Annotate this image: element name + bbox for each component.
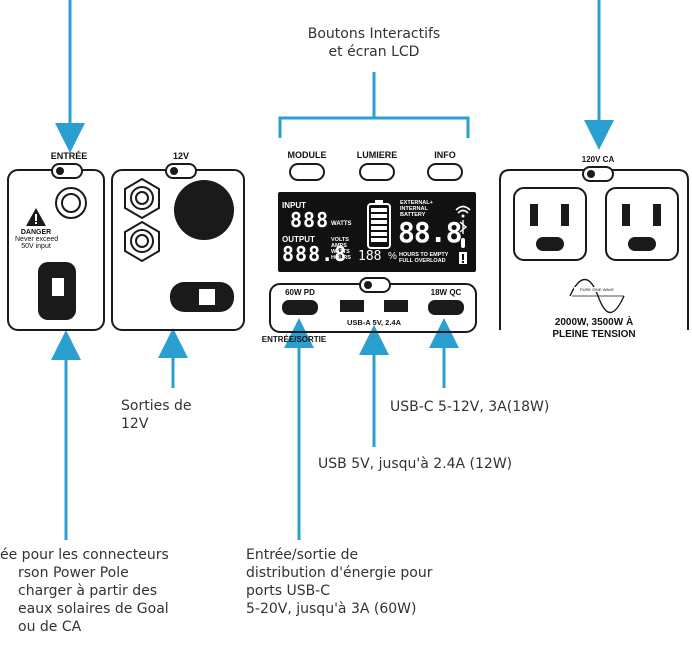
usbc-pd-port xyxy=(282,300,318,315)
thermometer-icon xyxy=(461,238,465,248)
lcd-status-line1: HOURS TO EMPTY xyxy=(399,252,449,258)
lcd-percent-value: 188 xyxy=(358,249,382,264)
entree-round-port xyxy=(55,187,87,219)
center-buttons xyxy=(289,163,463,181)
sorties-callout: Sorties de 12V xyxy=(121,397,191,433)
usbc-pd-line3: ports USB-C xyxy=(246,583,331,599)
lcd-output-label: OUTPUT xyxy=(282,235,315,244)
module-button-label: MODULE xyxy=(287,150,327,160)
top-callout-line1: Boutons Interactifs xyxy=(307,26,441,42)
module-button-shape xyxy=(289,163,325,181)
lcd-battery-line1: EXTERNAL+ xyxy=(400,200,433,206)
top-callout: Boutons Interactifs et écran LCD xyxy=(296,25,452,61)
sorties-line1: Sorties de xyxy=(121,398,192,414)
lcd-status-line2: FULL OVERLOAD xyxy=(399,258,446,264)
lcd-units: VOLTS AMPS WATTS HOURS xyxy=(331,237,351,261)
lcd-input-label: INPUT xyxy=(282,201,306,210)
lcd-unit-watts: WATTS xyxy=(331,249,350,255)
twelve-v-switch-label: 12V xyxy=(172,151,189,161)
lcd-status: HOURS TO EMPTY FULL OVERLOAD xyxy=(399,252,448,264)
ac-rating-line2: PLEINE TENSION xyxy=(552,329,636,340)
car-socket-icon xyxy=(174,180,234,240)
entree-panel xyxy=(7,163,105,331)
bluetooth-icon xyxy=(459,220,468,234)
entree-callout-line5: ou de CA xyxy=(18,619,82,635)
port-60w-label: 60W PD xyxy=(285,288,315,297)
lcd-input-value: 888 xyxy=(290,208,330,232)
ac-rating-line1: 2000W, 3500W À xyxy=(554,317,634,328)
lumiere-button-shape xyxy=(359,163,395,181)
lcd-output-value: 888.8 xyxy=(282,242,348,266)
entree-callout-line1: ée pour les connecteurs xyxy=(0,547,169,563)
usbc-pd-line2: distribution d'énergie pour xyxy=(246,565,433,581)
lumiere-button-label: LUMIERE xyxy=(356,150,398,160)
ac-panel xyxy=(499,166,689,330)
center-port-panel xyxy=(269,277,477,333)
entree-callout-line4: eaux solaires de Goal xyxy=(18,601,169,617)
usba-callout: USB 5V, jusqu'à 2.4A (12W) xyxy=(318,456,513,472)
lcd-watts-label: WATTS xyxy=(331,221,352,227)
twelve-v-panel xyxy=(111,163,245,331)
info-button-shape xyxy=(427,163,463,181)
usba-port-label: USB-A 5V, 2.4A xyxy=(346,318,402,327)
entree-sortie-label: ENTRÉE/SORTIE xyxy=(261,335,327,344)
danger-line2: 50V input xyxy=(21,243,51,250)
lcd-battery-line3: BATTERY xyxy=(400,212,426,218)
top-callout-line2: et écran LCD xyxy=(328,44,420,60)
danger-title: DANGER xyxy=(20,229,52,236)
arrow-buttons-bracket xyxy=(278,116,470,138)
lcd-battery-label: EXTERNAL+ INTERNAL BATTERY xyxy=(400,200,433,218)
lcd-main-value: 88.8 xyxy=(398,216,462,249)
usba-port-2 xyxy=(384,300,408,312)
info-button-label: INFO xyxy=(434,150,456,160)
lcd-unit-hours: HOURS xyxy=(331,255,351,261)
hex-jack-1-icon xyxy=(124,177,160,220)
ac-rating-label: 2000W, 3500W À PLEINE TENSION xyxy=(524,317,664,341)
lcd-battery-line2: INTERNAL xyxy=(400,206,428,212)
danger-label: DANGER Never exceed 50V input xyxy=(15,229,59,250)
ac-switch-label: 120V CA xyxy=(581,155,615,164)
lcd-unit-amps: AMPS xyxy=(331,243,347,249)
usbc-pd-callout: Entrée/sortie de distribution d'énergie … xyxy=(246,546,433,618)
port-18w-label: 18W QC xyxy=(430,288,462,297)
entree-callout-line3: charger à partir des xyxy=(18,583,157,599)
callout-arrows xyxy=(51,0,614,540)
usbc-qc-port xyxy=(428,300,464,315)
usbc-pd-line4: 5-20V, jusqu'à 3A (60W) xyxy=(246,601,417,617)
wifi-icon xyxy=(455,205,471,218)
ac-outlet-1-icon xyxy=(513,187,587,261)
usba-port-1 xyxy=(340,300,364,312)
battery-icon xyxy=(367,200,391,249)
entree-switch-label: ENTRÉE xyxy=(50,151,88,161)
entree-callout-line2: rson Power Pole xyxy=(18,565,129,581)
lcd-unit-volts: VOLTS xyxy=(331,237,349,243)
ac-outlet-2-icon xyxy=(605,187,679,261)
sine-wave-label: PURE SINE WAVE xyxy=(574,287,620,292)
lcd-percent-sign: % xyxy=(388,251,397,262)
danger-line1: Never exceed xyxy=(15,236,59,243)
usbc-pd-line1: Entrée/sortie de xyxy=(246,547,359,563)
hex-jack-2-icon xyxy=(124,220,160,263)
sorties-line2: 12V xyxy=(121,416,149,432)
lcd-screen xyxy=(278,192,476,272)
usbc-qc-callout: USB-C 5-12V, 3A(18W) xyxy=(390,399,550,415)
entree-callout: ée pour les connecteurs rson Power Pole … xyxy=(0,546,169,636)
